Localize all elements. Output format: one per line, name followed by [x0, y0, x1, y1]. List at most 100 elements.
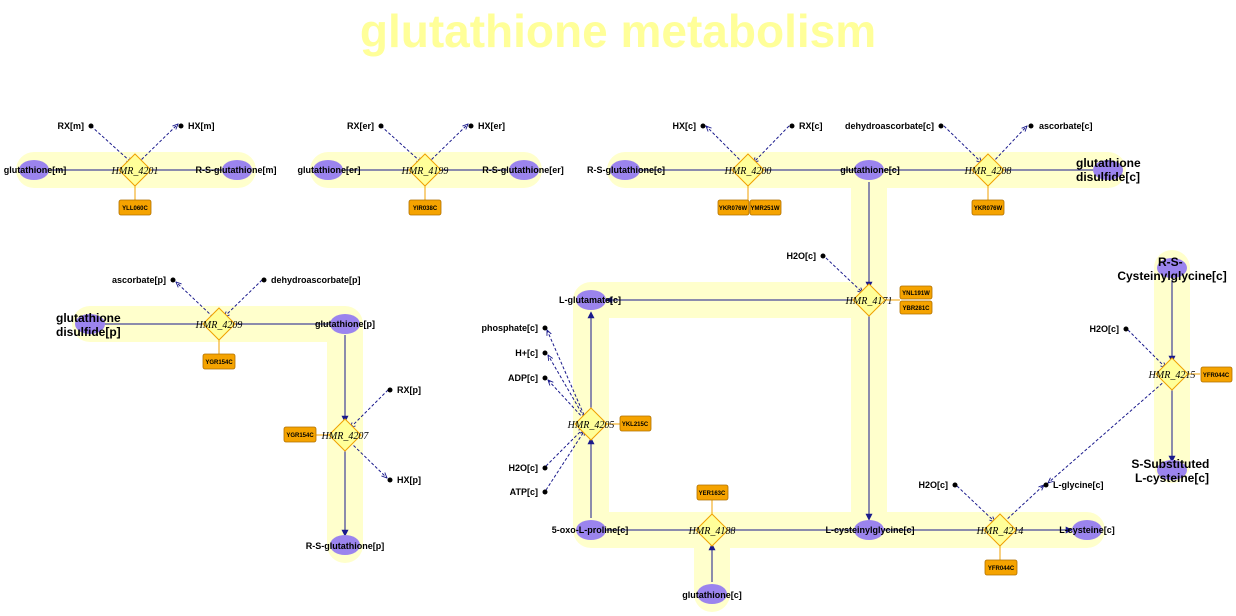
gene-label: YKR076W	[974, 206, 1003, 212]
reaction-label: HMR_4209	[195, 320, 243, 331]
node-glutathione-c	[854, 160, 884, 180]
side-label: ATP[c]	[510, 487, 538, 497]
node-glutathione-m	[19, 160, 49, 180]
metabolite-label: L-cysteine[c]	[1059, 525, 1115, 535]
metabolite-label: glutathione[c]	[840, 165, 900, 175]
label-line: L-cysteine[c]	[1135, 471, 1209, 485]
metabolite-label: L-glutamate[c]	[559, 295, 621, 305]
side-edges	[90, 124, 1166, 522]
side-label: L-glycine[c]	[1053, 480, 1104, 490]
node-glutathione-c-bottom	[697, 584, 727, 604]
node-glutathione-disulfide-c	[1093, 160, 1123, 180]
gene-label: YER163C	[699, 491, 726, 497]
label-line: disulfide[p]	[56, 325, 121, 339]
side-label: H2O[c]	[1089, 324, 1119, 334]
gene-label: YKL215C	[622, 422, 649, 428]
side-metabolite-dots	[88, 123, 1129, 495]
gene-label: YIR038C	[413, 206, 438, 212]
gene-label: YGR154C	[205, 360, 233, 366]
side-label: HX[c]	[672, 121, 696, 131]
label-line: Cysteinylglycine[c]	[1117, 269, 1226, 283]
side-metabolite-labels: RX[m] HX[m] RX[er] HX[er] HX[c] RX[c] de…	[58, 121, 1120, 497]
node-l-glutamate-c	[576, 290, 606, 310]
label-line: S-Substituted	[1131, 457, 1209, 471]
label-line: glutathione	[56, 311, 121, 325]
gene-label: YKR076W	[719, 206, 748, 212]
side-label: phosphate[c]	[481, 323, 538, 333]
label-line: R-S-	[1158, 255, 1183, 269]
metabolite-label: glutathione[er]	[298, 165, 361, 175]
side-label: dehydroascorbate[c]	[845, 121, 934, 131]
reaction-label: HMR_4200	[724, 166, 772, 177]
label-line: disulfide[c]	[1076, 170, 1140, 184]
side-label: ascorbate[c]	[1039, 121, 1093, 131]
diagram-title: glutathione metabolism	[359, 5, 877, 57]
reaction-label: HMR_4208	[964, 166, 1012, 177]
label-line: glutathione	[1076, 156, 1141, 170]
side-label: RX[p]	[397, 385, 421, 395]
gene-links	[134, 180, 1200, 560]
metabolite-label-glutathione-disulfide-c: glutathione disulfide[c]	[1076, 156, 1144, 184]
node-glutathione-er	[313, 160, 343, 180]
side-label: RX[m]	[58, 121, 85, 131]
gene-label: YBR281C	[902, 306, 930, 312]
side-label: dehydroascorbate[p]	[271, 275, 361, 285]
metabolite-nodes	[19, 160, 1187, 604]
gene-label: YMR251W	[750, 206, 779, 212]
metabolite-label: R-S-glutathione[er]	[482, 165, 564, 175]
node-oxoproline-c	[576, 520, 606, 540]
gene-label: YLL060C	[122, 206, 148, 212]
node-rs-cysteinylglycine-c	[1157, 258, 1187, 278]
side-label: H2O[c]	[918, 480, 948, 490]
gene-label: YFR044C	[1203, 373, 1230, 379]
reaction-labels: HMR_4201 HMR_4199 HMR_4200 HMR_4208 HMR_…	[111, 166, 1196, 537]
metabolite-label: glutathione[p]	[315, 319, 375, 329]
gene-labels: YLL060C YIR038C YKR076W YMR251W YKR076W …	[122, 206, 1230, 572]
reaction-label: HMR_4171	[845, 296, 893, 307]
side-label: HX[p]	[397, 475, 421, 485]
metabolite-label: 5-oxo-L-proline[c]	[552, 525, 629, 535]
metabolite-labels: glutathione[m] R-S-glutathione[m] glutat…	[4, 156, 1227, 600]
reaction-label: HMR_4215	[1148, 370, 1196, 381]
band-cyto-loop	[573, 282, 1105, 548]
node-rs-glutathione-p	[330, 535, 360, 555]
node-rs-glutathione-er	[509, 160, 539, 180]
metabolite-label: R-S-glutathione[c]	[587, 165, 665, 175]
side-label: HX[er]	[478, 121, 505, 131]
side-label: RX[c]	[799, 121, 823, 131]
reaction-label: HMR_4201	[111, 166, 159, 177]
node-cysteinylglycine-c	[854, 520, 884, 540]
node-s-substituted-cysteine-c	[1157, 460, 1187, 480]
metabolite-label: L-cysteinylglycine[c]	[825, 525, 914, 535]
metabolite-label: glutathione[c]	[682, 590, 742, 600]
side-label: H2O[c]	[786, 251, 816, 261]
metabolite-label: R-S-glutathione[m]	[196, 165, 277, 175]
node-l-cysteine-c	[1072, 520, 1102, 540]
reaction-label: HMR_4188	[688, 526, 736, 537]
gene-label: YNL191W	[902, 291, 930, 297]
gene-boxes	[118, 199, 1233, 576]
gene-label: YFR044C	[988, 566, 1015, 572]
side-label: HX[m]	[188, 121, 215, 131]
node-rs-glutathione-c	[610, 160, 640, 180]
reaction-label: HMR_4214	[976, 526, 1024, 537]
side-label: H2O[c]	[508, 463, 538, 473]
side-label: H+[c]	[515, 348, 538, 358]
metabolite-label: glutathione[m]	[4, 165, 67, 175]
node-glutathione-p	[330, 314, 360, 334]
metabolite-label-s-substituted-cysteine-c: S-Substituted L-cysteine[c]	[1131, 457, 1212, 485]
reaction-label: HMR_4205	[567, 420, 615, 431]
side-label: RX[er]	[347, 121, 374, 131]
metabolite-label-rs-cysteinylglycine-c: R-S- Cysteinylglycine[c]	[1117, 255, 1226, 283]
side-label: ADP[c]	[508, 373, 538, 383]
reaction-nodes	[118, 153, 1189, 547]
reaction-label: HMR_4207	[321, 431, 370, 442]
metabolite-label: R-S-glutathione[p]	[306, 541, 384, 551]
node-rs-glutathione-m	[222, 160, 252, 180]
side-label: ascorbate[p]	[112, 275, 166, 285]
reaction-label: HMR_4199	[401, 166, 449, 177]
metabolite-label-glutathione-disulfide-p: glutathione disulfide[p]	[56, 311, 124, 339]
gene-label: YGR154C	[286, 433, 314, 439]
node-glutathione-disulfide-p	[75, 314, 105, 334]
